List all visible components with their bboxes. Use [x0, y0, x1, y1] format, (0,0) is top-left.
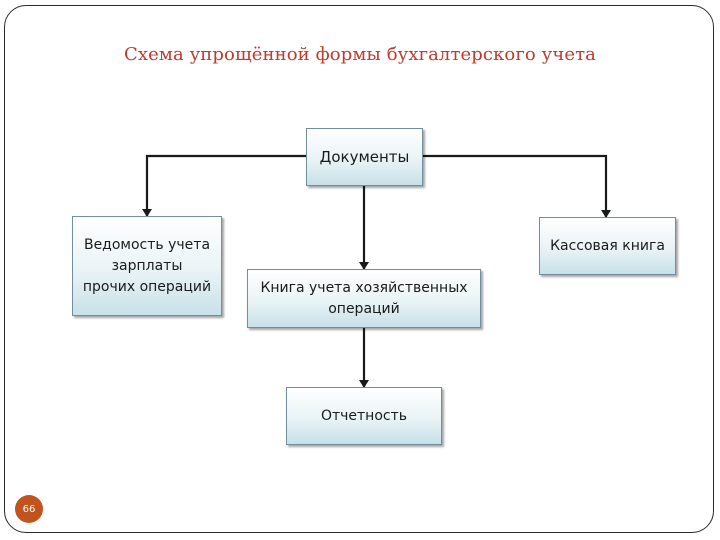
node-vedomost: Ведомость учета зарплаты прочих операций: [72, 216, 222, 316]
node-kassovaya-kniga: Кассовая книга: [539, 217, 676, 275]
page-number-badge: 66: [15, 495, 43, 523]
slide-title: Схема упрощённой формы бухгалтерского уч…: [123, 44, 596, 65]
node-otchetnost: Отчетность: [286, 387, 442, 445]
edge-documents-to-kassovaya-kniga: [423, 154, 611, 218]
node-documents: Документы: [306, 128, 423, 186]
edge-documents-to-vedomost: [142, 154, 306, 217]
node-kniga-ucheta: Книга учета хозяйственных операций: [247, 269, 481, 328]
